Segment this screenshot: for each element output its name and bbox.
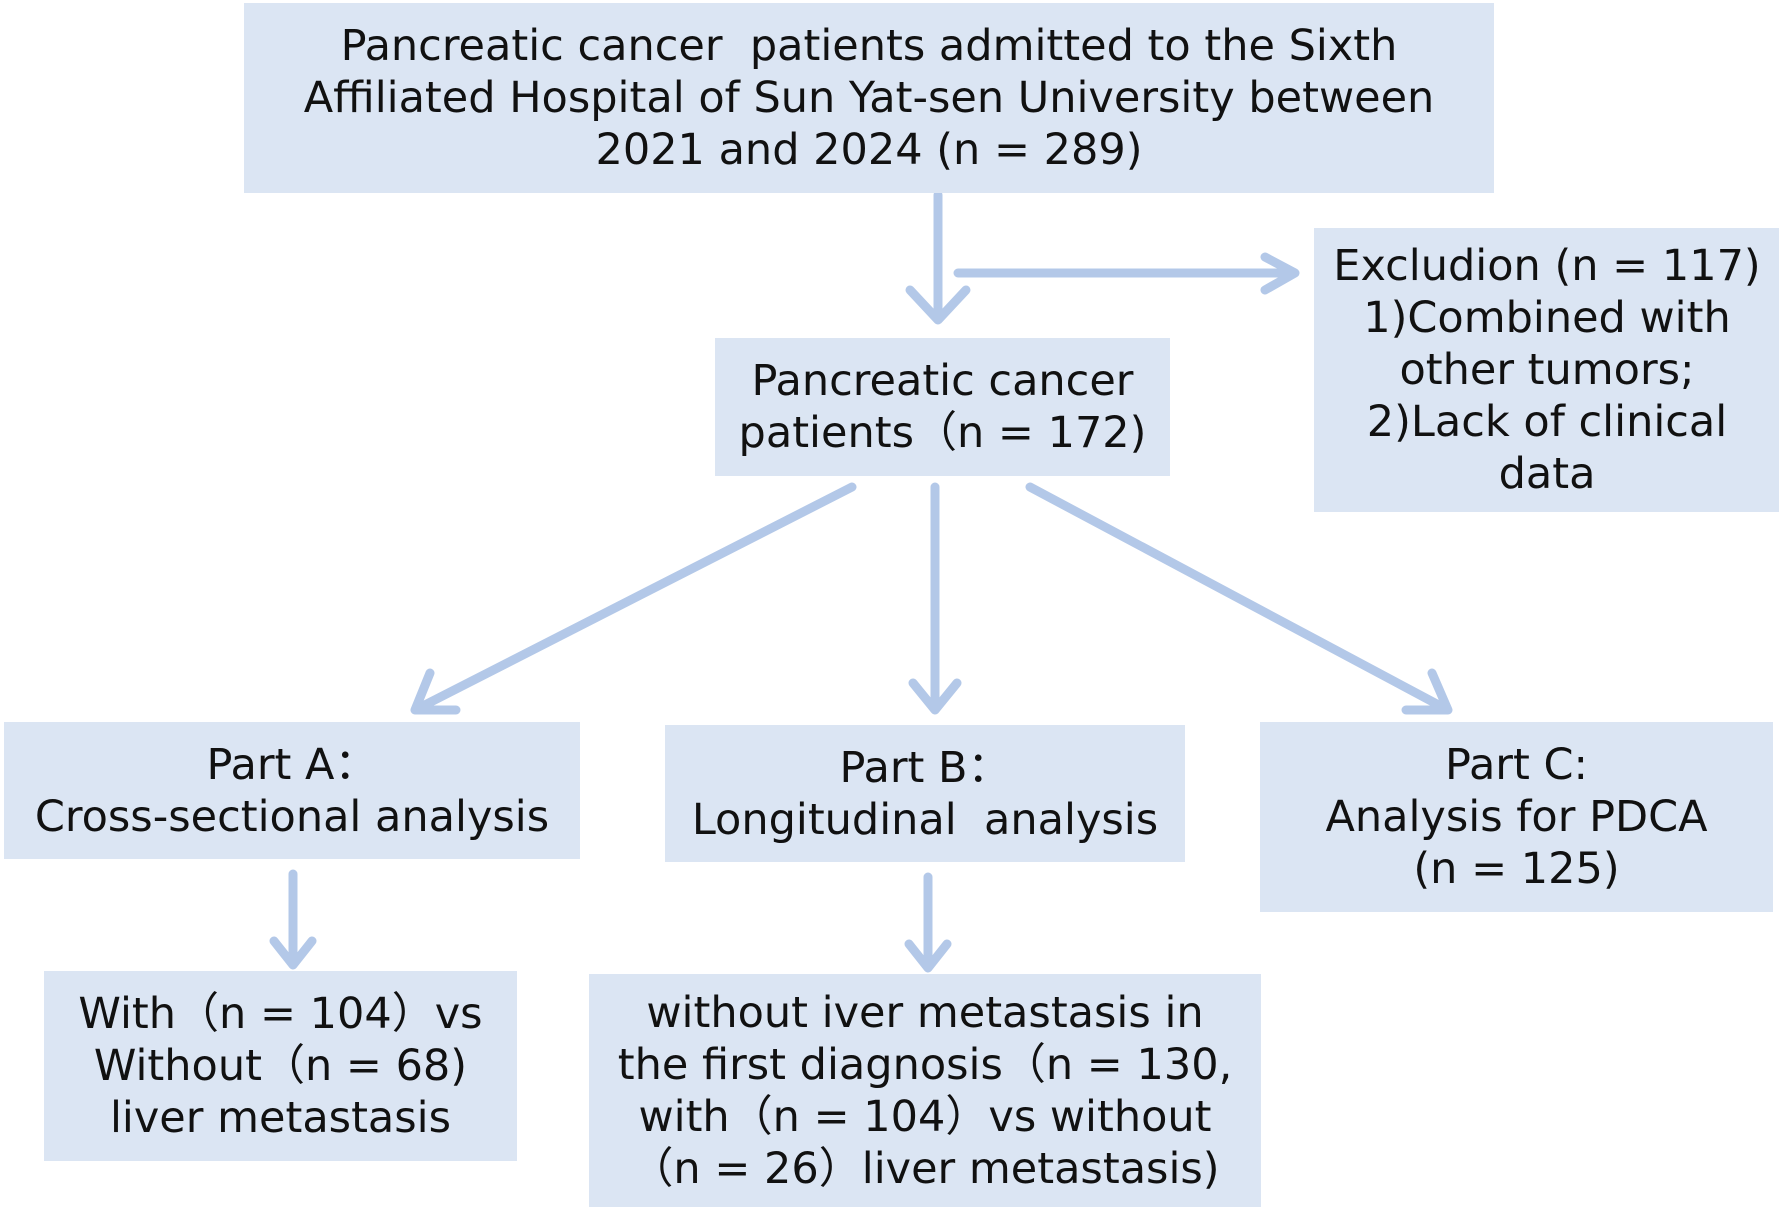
box-line: patients（n = 172) (738, 408, 1147, 458)
box-line: Cross-sectional analysis (34, 791, 550, 842)
box-included-patients: Pancreatic cancer patients（n = 172) (715, 338, 1170, 476)
box-line: （n = 26）liver metastasis) (630, 1143, 1220, 1194)
box-part-b: Part B： Longitudinal analysis (665, 725, 1185, 862)
box-part-a: Part A： Cross-sectional analysis (4, 722, 580, 859)
box-line: 1)Combined with (1363, 293, 1731, 343)
box-result-part-b: without iver metastasis in the first dia… (589, 974, 1261, 1207)
box-line: (n = 125) (1413, 844, 1620, 894)
box-line: Excludion (n = 117) (1333, 241, 1761, 291)
box-line: With（n = 104）vs (78, 989, 483, 1039)
box-line: Pancreatic cancer (751, 356, 1134, 406)
box-line: with（n = 104）vs without (638, 1091, 1212, 1142)
arrow-to-part-b (908, 482, 962, 715)
box-line: other tumors; (1399, 345, 1695, 395)
box-line: 2021 and 2024 (n = 289) (595, 125, 1143, 175)
box-line: Affiliated Hospital of Sun Yat-sen Unive… (303, 73, 1435, 123)
arrow-to-part-c (1025, 482, 1453, 715)
arrow-to-exclusion (953, 252, 1300, 295)
box-line: 2)Lack of clinical (1366, 397, 1728, 447)
box-all-patients: Pancreatic cancer patients admitted to t… (244, 3, 1494, 193)
box-line: Longitudinal analysis (691, 794, 1159, 845)
box-line: without iver metastasis in (646, 987, 1204, 1038)
box-part-c: Part C: Analysis for PDCA (n = 125) (1260, 722, 1773, 912)
box-line: Analysis for PDCA (1325, 792, 1708, 842)
box-line: Part A： (206, 739, 378, 790)
arrow-top-to-patients (905, 190, 971, 325)
box-exclusion: Excludion (n = 117) 1)Combined with othe… (1314, 228, 1779, 512)
box-result-part-a: With（n = 104）vs Without（n = 68) liver me… (44, 971, 517, 1161)
arrow-part-b-to-result (904, 872, 952, 973)
box-line: Without（n = 68) (93, 1041, 468, 1091)
box-line: Pancreatic cancer patients admitted to t… (340, 21, 1398, 71)
box-line: liver metastasis (109, 1093, 452, 1143)
arrow-to-part-a (410, 482, 857, 715)
box-line: Part B： (839, 742, 1011, 793)
box-line: the first diagnosis（n = 130, (617, 1039, 1233, 1090)
box-line: Part C: (1444, 740, 1589, 790)
arrow-part-a-to-result (269, 869, 317, 970)
box-line: data (1498, 449, 1596, 499)
